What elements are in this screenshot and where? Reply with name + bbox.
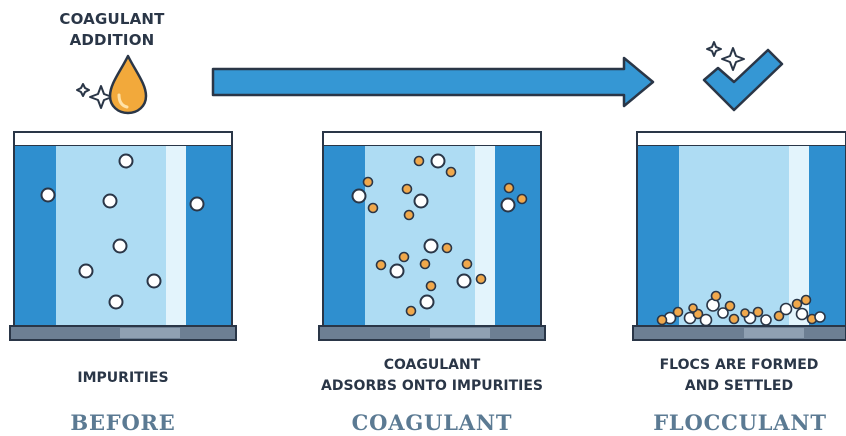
stage-caption-line1: IMPURITIES (77, 370, 169, 386)
stage-caption-before: IMPURITIES (33, 368, 213, 389)
impurity-particles (40, 153, 205, 310)
stage-caption-line2: ADSORBS ONTO IMPURITIES (321, 378, 543, 394)
checkmark-icon (702, 48, 784, 112)
right-arrow-icon (211, 56, 655, 108)
stage-caption-line1: FLOCS ARE FORMED (659, 357, 819, 373)
sparkle-icon (706, 41, 745, 71)
stage-caption-coagulant: COAGULANT ADSORBS ONTO IMPURITIES (290, 355, 574, 397)
settled-flocs (656, 290, 826, 327)
stage-caption-flocculant: FLOCS ARE FORMED AND SETTLED (634, 355, 844, 397)
stage-title-flocculant: FLOCCULANT (653, 410, 827, 435)
coagulant-addition-label: COAGULANT ADDITION (50, 9, 174, 51)
stage-title-coagulant: COAGULANT (351, 410, 513, 435)
coagulant-addition-label-line2: ADDITION (69, 31, 155, 49)
stage-caption-line1: COAGULANT (383, 357, 481, 373)
tank-flocculant (632, 131, 846, 341)
stage-title-before: BEFORE (70, 410, 176, 435)
tank-before (9, 131, 237, 341)
impurity-particles (351, 153, 516, 310)
stage-caption-line2: AND SETTLED (684, 378, 794, 394)
coagulant-addition-label-line1: COAGULANT (59, 10, 165, 28)
sparkle-icon (76, 83, 113, 109)
coagulant-particles (362, 155, 528, 317)
water-drop-icon (108, 54, 148, 115)
